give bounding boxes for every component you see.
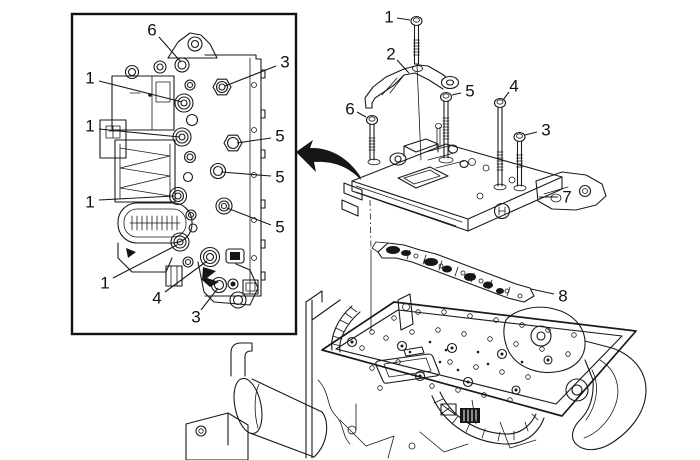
callout-item-6-leader [158,36,182,63]
callout-item-3-upper-label: 3 [280,53,289,72]
callout-item-5-a-label: 5 [275,127,284,146]
callout-item-3-lower-label: 3 [191,308,200,327]
exploded-callouts: 1 2 5 4 3 6 7 8 [345,8,571,306]
callout-item-4-leader [164,260,208,293]
callout-item-1-c-leader [98,195,175,201]
gasket-drawing [371,241,535,303]
callout-item-5-c-leader [226,207,272,226]
callout-bolt-3-label: 3 [541,121,550,140]
callout-item-1-b-leader [98,128,181,138]
callout-bracket-2-leader [396,59,410,74]
callout-item-1-c-label: 1 [85,193,94,212]
callout-bolt-1-leader [396,17,411,21]
callout-item-5-c-label: 5 [275,218,284,237]
tehcm-side-view-drawing [99,32,266,309]
callout-item-1-a-leader [98,80,183,103]
inset-detail-view: 6 3 1 1 5 5 1 5 1 4 3 [70,12,298,336]
callout-spacer-plate-8-label: 8 [558,287,567,306]
callout-item-4-label: 4 [152,289,161,308]
alignment-dash-line [369,199,372,251]
callout-item-1-d-leader [112,244,178,279]
callout-item-5-a-leader [236,137,272,144]
callout-bolt-1-label: 1 [384,8,393,27]
callout-bolt-3-leader [524,131,538,136]
callout-bolt-6-leader [356,111,367,118]
callout-bolt-5-label: 5 [465,82,474,101]
direction-arrow [296,140,361,180]
bolt-3-drawing [513,131,527,192]
bolt-6-drawing [365,114,381,166]
inset-callouts: 6 3 1 1 5 5 1 5 1 4 3 [85,21,289,327]
callout-item-1-a-label: 1 [85,69,94,88]
callout-item-3-lower-leader [200,287,219,311]
exploded-assembly: 1 2 5 4 3 6 7 8 [341,8,607,331]
valve-body-drawing [341,123,607,232]
transmission-drawing [185,290,647,460]
callout-bracket-2-label: 2 [386,45,395,64]
bolt-5-drawing [438,91,454,164]
retainer-bracket-drawing [364,64,460,109]
callout-item-5-b-leader [220,171,272,177]
callout-bolt-6-label: 6 [345,100,354,119]
callout-bolt-5-leader [451,92,462,96]
bolt-1-drawing [410,15,423,161]
callout-bolt-4-leader [502,91,510,101]
inset-border-box [70,12,298,336]
callout-item-6-label: 6 [147,21,156,40]
callout-spacer-plate-8-leader [530,288,555,295]
callout-bolt-4-label: 4 [509,77,518,96]
callout-item-3-upper-leader [224,65,277,87]
callout-item-1-b-label: 1 [85,117,94,136]
callout-valve-body-7-label: 7 [562,188,571,207]
bolt-4-drawing [493,97,507,191]
callout-item-1-d-label: 1 [100,274,109,293]
callout-item-5-b-label: 5 [275,168,284,187]
